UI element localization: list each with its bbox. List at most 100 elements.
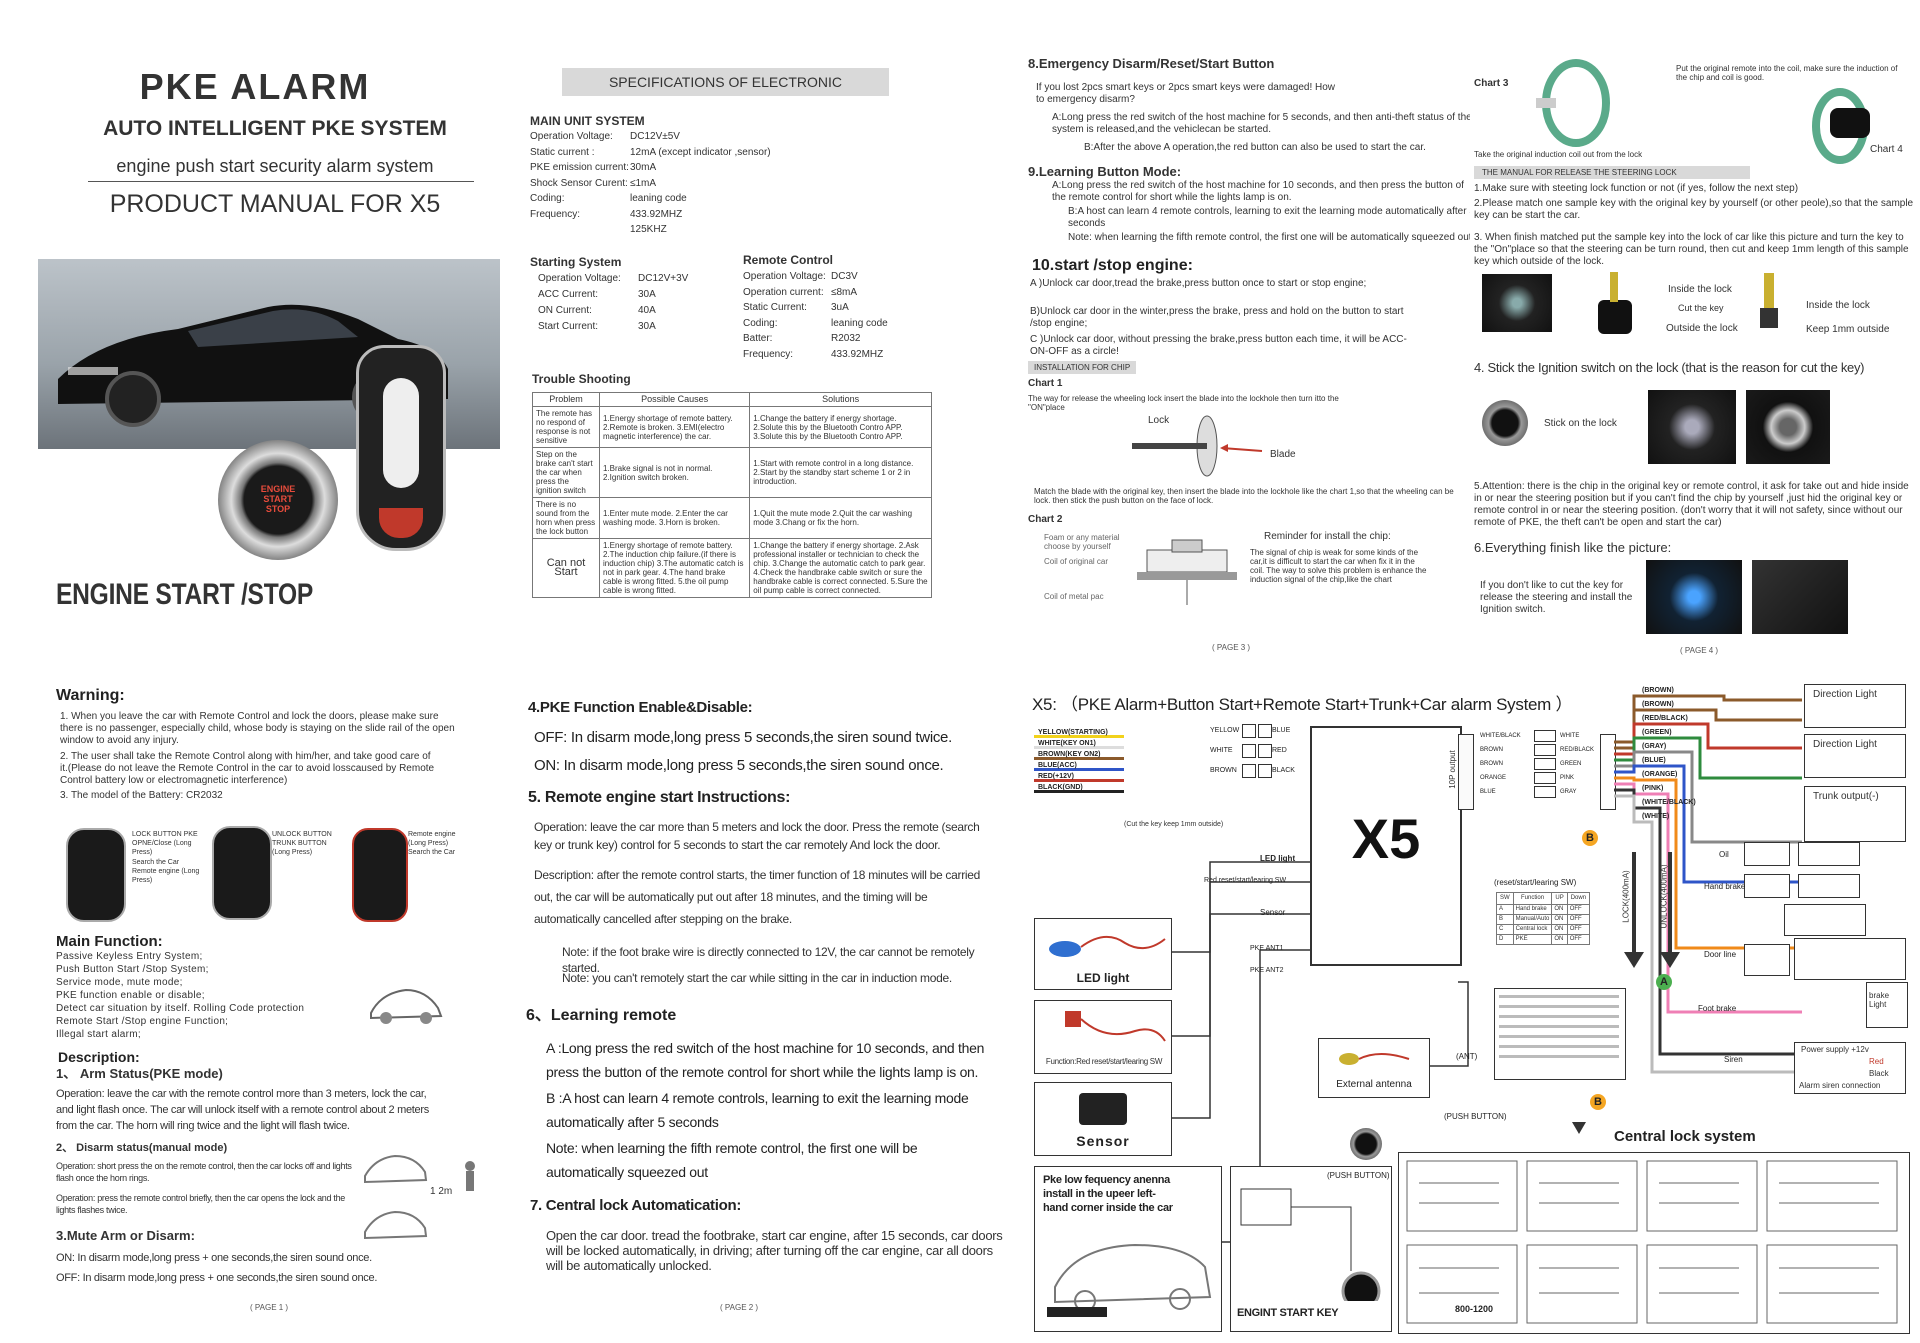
starting-spec-value: 30A xyxy=(638,321,656,332)
remote-spec-row: Static Current: 3uA xyxy=(743,302,849,314)
main-unit-spec-value: 433.92MHZ xyxy=(630,208,683,220)
mute-on: ON: In disarm mode,long press + one seco… xyxy=(56,1252,372,1264)
lock-label-wire: LOCK(400mA) xyxy=(1621,870,1631,923)
central-lock-title: Central lock system xyxy=(1614,1128,1756,1145)
sw-header: Down xyxy=(1566,892,1591,905)
connection-line xyxy=(1428,981,1469,1067)
car-top-illustration xyxy=(1047,1243,1212,1317)
main-unit-spec-key: Operation Voltage: xyxy=(530,131,613,142)
remote-spec-value: 3uA xyxy=(831,302,849,313)
starting-spec-row: ACC Current:30A xyxy=(538,289,656,301)
door-line-label: Door line xyxy=(1704,950,1737,959)
main-unit-spec-value: 30mA xyxy=(630,162,657,173)
chart2-label: Chart 2 xyxy=(1028,514,1063,525)
left-wire xyxy=(1034,746,1124,749)
external-antenna-box: External antenna xyxy=(1318,1038,1430,1098)
remote-start-title: 5. Remote engine start Instructions: xyxy=(528,789,791,806)
sw-header: Function xyxy=(1512,892,1553,905)
right-wire xyxy=(1614,782,1802,1014)
panel-cover: PKE ALARM AUTO INTELLIGENT PKE SYSTEM en… xyxy=(0,0,510,640)
table-cell: ON xyxy=(1551,904,1568,915)
sensor-box: Sensor xyxy=(1034,1082,1172,1156)
main-unit-spec-row: PKE emission current:30mA xyxy=(530,162,656,174)
engine-start-key-box: (PUSH BUTTON) ENGINT START KEY xyxy=(1230,1166,1392,1332)
mid-connector-label: WHITE/BLACK xyxy=(1480,733,1521,739)
central-lock-text: Open the car door. tread the footbrake, … xyxy=(546,1228,1003,1273)
start-button-text: ENGINE START STOP xyxy=(260,484,296,514)
s10-c: C )Unlock car door, without pressing the… xyxy=(1030,334,1407,357)
connection-line xyxy=(1170,913,1310,1119)
power-black-label: Black xyxy=(1869,1069,1889,1078)
lock-photo-2 xyxy=(1648,390,1736,464)
cover-manual-title: PRODUCT MANUAL FOR X5 xyxy=(109,190,441,218)
chart4-label: Chart 4 xyxy=(1870,144,1903,155)
remote-spec-key: Operation Voltage: xyxy=(743,271,826,282)
table-row: Step on the brake can't start the car wh… xyxy=(532,447,932,498)
connect-remote-box xyxy=(1798,874,1860,898)
chip-header: INSTALLATION FOR CHIP xyxy=(1028,361,1137,374)
step2-text: 2.Please match one sample key with the o… xyxy=(1474,198,1914,221)
main-unit-title: MAIN UNIT SYSTEM xyxy=(530,114,645,128)
antenna-icon xyxy=(1339,1053,1410,1065)
key-label-2: Search the Car Remote engine (Long Press… xyxy=(132,859,200,884)
cut-key-note: (Cut the key keep 1mm outside) xyxy=(1124,821,1224,828)
outside-lock-label: Outside the lock xyxy=(1666,323,1738,334)
page-2-number: ( PAGE 2 ) xyxy=(720,1303,759,1312)
led-light-box-label: LED light xyxy=(1076,971,1130,985)
s8-answer-a: A:Long press the red switch of the host … xyxy=(1052,112,1472,135)
connector-pin xyxy=(1242,744,1256,758)
oil-box xyxy=(1744,842,1790,866)
table-cell: D xyxy=(1496,934,1514,945)
warning-title: Warning: xyxy=(56,687,125,704)
sw-header: SW xyxy=(1496,892,1514,905)
power-supply-label: Power supply +12v xyxy=(1801,1045,1869,1054)
connector-pin xyxy=(1242,764,1256,778)
remote-spec-key: Static Current: xyxy=(743,302,807,313)
table-cell: 1.Brake signal is not in normal. 2.Ignit… xyxy=(598,447,751,498)
disarm-status-a: Operation: short press the on the remote… xyxy=(56,1161,352,1183)
table-cell: OFF xyxy=(1566,914,1591,925)
output-10p-connector: 10P output xyxy=(1448,734,1474,810)
sensor-icon xyxy=(1079,1093,1127,1125)
step1-text: 1.Make sure with steeting lock function … xyxy=(1474,183,1799,194)
main-function-title: Main Function: xyxy=(56,933,163,950)
s8-question: If you lost 2pcs smart keys or 2pcs smar… xyxy=(1036,82,1335,105)
connector-pin xyxy=(1534,730,1556,742)
left-wire-label: RED(+12V) xyxy=(1038,773,1074,780)
push-button-icon xyxy=(1350,1128,1382,1160)
list-item: Push Button Start /Stop System; xyxy=(56,964,209,975)
remote-start-note-2: Note: you can't remotely start the car w… xyxy=(562,971,952,985)
s9-a: A:Long press the red switch of the host … xyxy=(1052,180,1464,203)
table-cell: ON xyxy=(1551,914,1568,925)
remote-photo-1 xyxy=(66,828,126,922)
trouble-header: Problem xyxy=(532,392,600,407)
table-row: There is no sound from the horn when pre… xyxy=(532,497,932,539)
chart1-diagram xyxy=(1132,415,1263,477)
connector-pin xyxy=(1242,724,1256,738)
step6-note: If you don't like to cut the key for rel… xyxy=(1480,580,1633,615)
remote-spec-row: Batter:R2032 xyxy=(743,333,860,345)
mute-title: 3.Mute Arm or Disarm: xyxy=(56,1228,195,1243)
table-cell: Manual/Auto xyxy=(1512,914,1553,925)
remote-spec-value: leaning code xyxy=(831,317,888,329)
reminder-text: The signal of chip is weak for some kind… xyxy=(1250,548,1427,584)
panel-wiring-diagram: X5: （PKE Alarm+Button Start+Remote Start… xyxy=(1024,682,1916,1340)
lock-label: Lock xyxy=(1148,415,1170,426)
mid-connector-label: BROWN xyxy=(1480,761,1503,767)
reset-sw-line-label: Red reset/start/learing SW xyxy=(1204,877,1287,884)
table-cell: OFF xyxy=(1566,924,1591,935)
match-text: Match the blade with the original key, t… xyxy=(1034,487,1454,505)
sw-header: UP xyxy=(1551,892,1568,905)
connector-pin xyxy=(1534,786,1556,798)
connector-pin xyxy=(1258,724,1272,738)
learning-note: Note: when learning the fifth remote con… xyxy=(546,1140,918,1180)
table-cell: There is no sound from the horn when pre… xyxy=(532,497,600,539)
main-unit-spec-row: 125KHZ xyxy=(530,224,667,236)
hand-brake-box xyxy=(1744,874,1790,898)
reminder-title: Reminder for install the chip: xyxy=(1264,531,1391,542)
trunk-output-label: Trunk output(-) xyxy=(1813,791,1879,802)
